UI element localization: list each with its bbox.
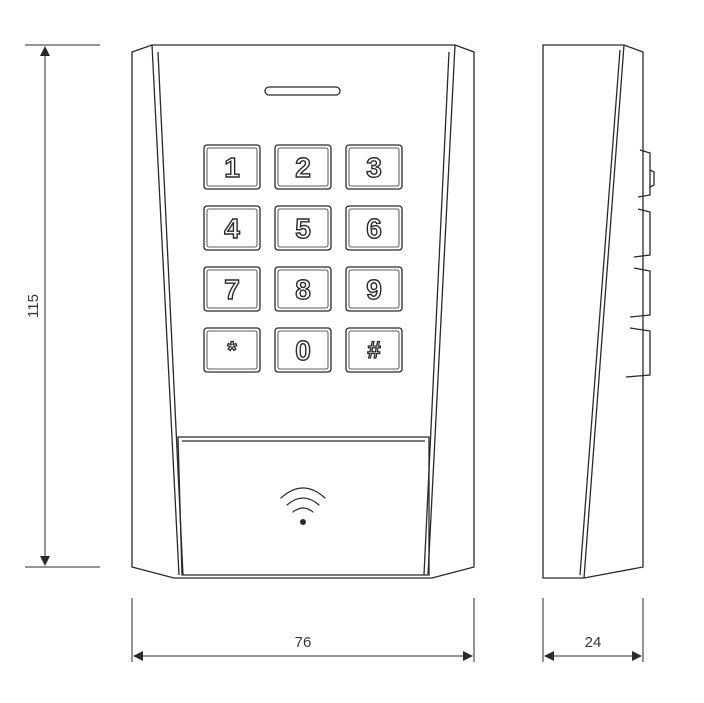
keypad-key[interactable]: 9 — [345, 266, 403, 312]
side-key-bump-1 — [637, 149, 651, 198]
side-key-bump-cap — [649, 169, 655, 188]
keypad-key[interactable]: 7 — [203, 266, 261, 312]
keypad-key-inner-border — [277, 330, 329, 370]
side-outer-outline — [542, 44, 644, 579]
keypad-key-border — [274, 266, 332, 312]
keypad-key-label: 6 — [366, 213, 382, 244]
keypad-key[interactable]: * — [203, 327, 261, 373]
keypad-key[interactable]: 3 — [345, 144, 403, 190]
keypad-key-inner-border — [277, 269, 329, 309]
keypad-key-inner-border — [348, 269, 400, 309]
height-dimension-label: 115 — [25, 294, 42, 318]
side-key-bump-2 — [633, 208, 651, 258]
keypad-key-border — [203, 327, 261, 373]
front-outer-outline — [131, 44, 475, 579]
keypad-key-border — [203, 144, 261, 190]
indicator-slot — [264, 86, 341, 96]
front-face-right-edge — [423, 51, 450, 576]
dimension-lines — [25, 44, 644, 662]
rfid-wireless-icon — [280, 487, 326, 525]
keypad-key[interactable]: 6 — [345, 205, 403, 251]
keypad: 1 2 3 4 5 6 7 8 9 * 0 # — [203, 144, 403, 373]
keypad-key-label: 7 — [224, 274, 240, 305]
keypad-key-label: 2 — [295, 152, 311, 183]
depth-dimension-label: 24 — [585, 634, 602, 651]
keypad-key-inner-border — [206, 269, 258, 309]
keypad-key-label: 9 — [366, 274, 382, 305]
keypad-key-border — [345, 266, 403, 312]
keypad-key[interactable]: 5 — [274, 205, 332, 251]
keypad-key[interactable]: 8 — [274, 266, 332, 312]
keypad-key-label: # — [367, 337, 380, 364]
keypad-key[interactable]: 2 — [274, 144, 332, 190]
card-reader-window — [177, 436, 430, 576]
side-view — [542, 44, 655, 579]
keypad-key-inner-border — [348, 330, 400, 370]
keypad-key-border — [345, 205, 403, 251]
keypad-key-inner-border — [206, 147, 258, 187]
keypad-key[interactable]: 1 — [203, 144, 261, 190]
width-dimension-label: 76 — [295, 634, 312, 651]
side-front-slope-inner — [579, 49, 621, 576]
keypad-key-inner-border — [277, 147, 329, 187]
keypad-key-label: 3 — [366, 152, 382, 183]
keypad-key-inner-border — [348, 147, 400, 187]
keypad-key-border — [203, 266, 261, 312]
keypad-key-label: 5 — [295, 213, 311, 244]
keypad-key[interactable]: 0 — [274, 327, 332, 373]
keypad-key[interactable]: 4 — [203, 205, 261, 251]
side-front-slope — [583, 44, 625, 579]
keypad-key-border — [274, 327, 332, 373]
keypad-key[interactable]: # — [345, 327, 403, 373]
keypad-key-inner-border — [206, 330, 258, 370]
keypad-key-border — [345, 327, 403, 373]
keypad-key-label: * — [227, 337, 237, 364]
front-right-bevel — [427, 44, 456, 576]
keypad-key-border — [274, 144, 332, 190]
keypad-key-label: 1 — [224, 152, 240, 183]
keypad-key-border — [345, 144, 403, 190]
front-left-bevel — [151, 44, 180, 576]
side-key-bump-4 — [625, 327, 651, 378]
keypad-key-inner-border — [348, 208, 400, 248]
keypad-key-label: 4 — [224, 213, 240, 244]
keypad-key-border — [274, 205, 332, 251]
front-view — [131, 44, 475, 579]
keypad-key-inner-border — [277, 208, 329, 248]
side-key-bump-3 — [629, 267, 651, 318]
keypad-key-inner-border — [206, 208, 258, 248]
keypad-key-label: 0 — [295, 335, 311, 366]
keypad-key-border — [203, 205, 261, 251]
keypad-key-label: 8 — [295, 274, 311, 305]
